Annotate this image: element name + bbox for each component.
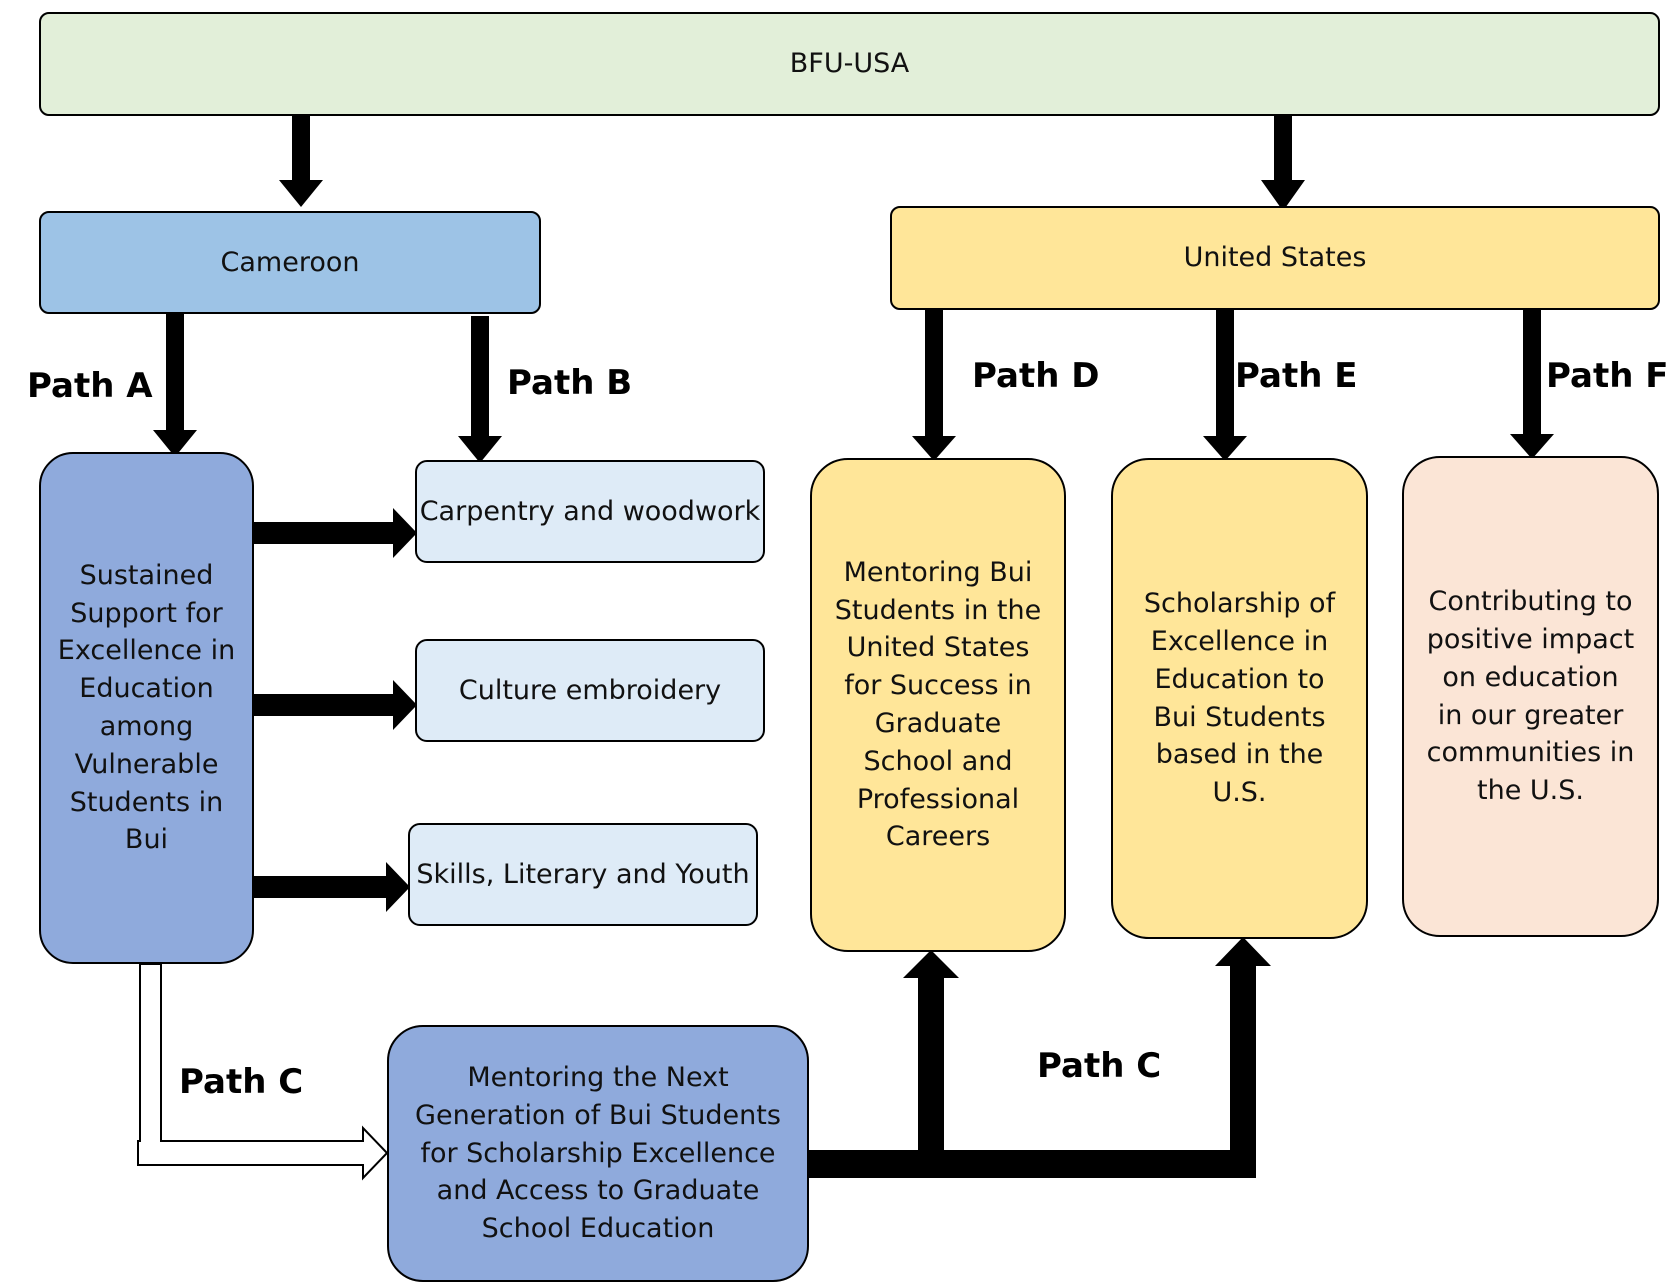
node-scholarship: Scholarship of Excellence in Education t…: [1111, 458, 1368, 939]
node-skills-label: Skills, Literary and Youth: [416, 858, 750, 890]
node-contributing: Contributing to positive impact on educa…: [1402, 456, 1659, 937]
arrow-to-carpentry: [253, 508, 417, 558]
arrow-path-a: [153, 312, 197, 457]
node-sustained-support: Sustained Support for Excellence in Educ…: [39, 452, 254, 964]
node-culture-embroidery-label: Culture embroidery: [458, 674, 722, 706]
node-contributing-label: Contributing to positive impact on educa…: [1426, 586, 1635, 807]
hollow-arrow-path-c: [137, 963, 389, 1181]
arrow-path-e: [1203, 310, 1247, 461]
thick-connector-path-c: [808, 937, 1271, 1178]
node-bfu-usa-label: BFU-USA: [789, 48, 910, 80]
label-path-c-right: Path C: [1037, 1046, 1162, 1086]
node-united-states: United States: [890, 206, 1660, 310]
arrow-path-d: [912, 310, 956, 461]
node-mentoring-next-generation-label: Mentoring the Next Generation of Bui Stu…: [415, 1062, 781, 1245]
node-culture-embroidery: Culture embroidery: [415, 639, 765, 742]
label-path-f: Path F: [1546, 356, 1669, 396]
node-scholarship-label: Scholarship of Excellence in Education t…: [1143, 588, 1336, 809]
node-mentoring-us: Mentoring Bui Students in the United Sta…: [810, 458, 1066, 952]
node-bfu-usa: BFU-USA: [39, 12, 1660, 116]
label-path-d: Path D: [972, 356, 1100, 396]
node-mentoring-next-generation: Mentoring the Next Generation of Bui Stu…: [387, 1025, 809, 1282]
arrow-path-b: [458, 316, 502, 463]
node-cameroon-label: Cameroon: [220, 246, 360, 278]
node-skills: Skills, Literary and Youth: [408, 823, 758, 926]
arrow-to-culture: [253, 680, 417, 730]
node-carpentry-label: Carpentry and woodwork: [419, 495, 761, 527]
node-sustained-support-label: Sustained Support for Excellence in Educ…: [57, 559, 236, 856]
arrow-bfu-to-cameroon: [279, 114, 323, 207]
arrow-bfu-to-us: [1261, 114, 1305, 211]
arrow-to-skills: [253, 862, 410, 912]
label-path-c-left: Path C: [179, 1062, 304, 1102]
node-carpentry: Carpentry and woodwork: [415, 460, 765, 563]
arrow-path-f: [1510, 310, 1554, 459]
label-path-a: Path A: [27, 366, 153, 406]
node-united-states-label: United States: [1183, 242, 1367, 274]
label-path-e: Path E: [1235, 356, 1358, 396]
label-path-b: Path B: [507, 363, 633, 403]
node-mentoring-us-label: Mentoring Bui Students in the United Sta…: [834, 556, 1042, 853]
node-cameroon: Cameroon: [39, 211, 541, 314]
